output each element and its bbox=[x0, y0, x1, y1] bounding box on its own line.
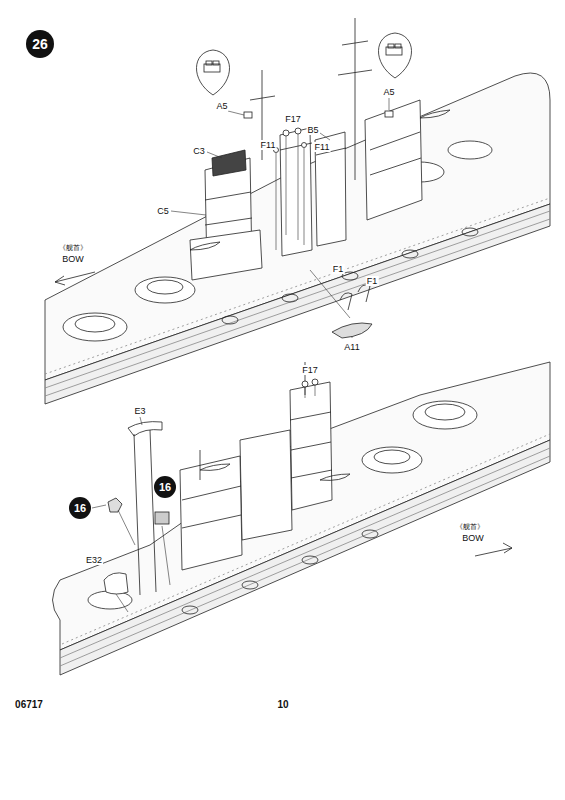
direction-label: 《舰首》 bbox=[455, 522, 485, 532]
part-label: E3 bbox=[133, 406, 146, 416]
step-number: 26 bbox=[32, 36, 48, 52]
part-label: F1 bbox=[366, 276, 379, 286]
step-number: 16 bbox=[74, 502, 86, 514]
part-label: A11 bbox=[343, 342, 360, 352]
part-label: F11 bbox=[314, 142, 331, 152]
step-number-circle: 16 bbox=[154, 476, 176, 498]
part-label: F1 bbox=[332, 264, 345, 274]
part-label: E32 bbox=[85, 555, 103, 565]
part-label: F17 bbox=[301, 365, 319, 375]
direction-label: BOW bbox=[61, 254, 85, 264]
step-number: 16 bbox=[159, 481, 171, 493]
part-label: A5 bbox=[215, 101, 228, 111]
step-number-circle: 26 bbox=[26, 30, 54, 58]
page-number: 10 bbox=[276, 700, 289, 710]
part-label: F11 bbox=[260, 140, 277, 150]
part-label: F17 bbox=[284, 114, 302, 124]
direction-label: BOW bbox=[461, 533, 485, 543]
page-number: 06717 bbox=[14, 700, 44, 710]
step-number-circle: 16 bbox=[69, 497, 91, 519]
part-label: A5 bbox=[382, 87, 395, 97]
direction-label: 《舰首》 bbox=[58, 243, 88, 253]
part-label: C5 bbox=[156, 206, 170, 216]
part-label: C3 bbox=[192, 146, 206, 156]
part-label: B5 bbox=[306, 125, 319, 135]
